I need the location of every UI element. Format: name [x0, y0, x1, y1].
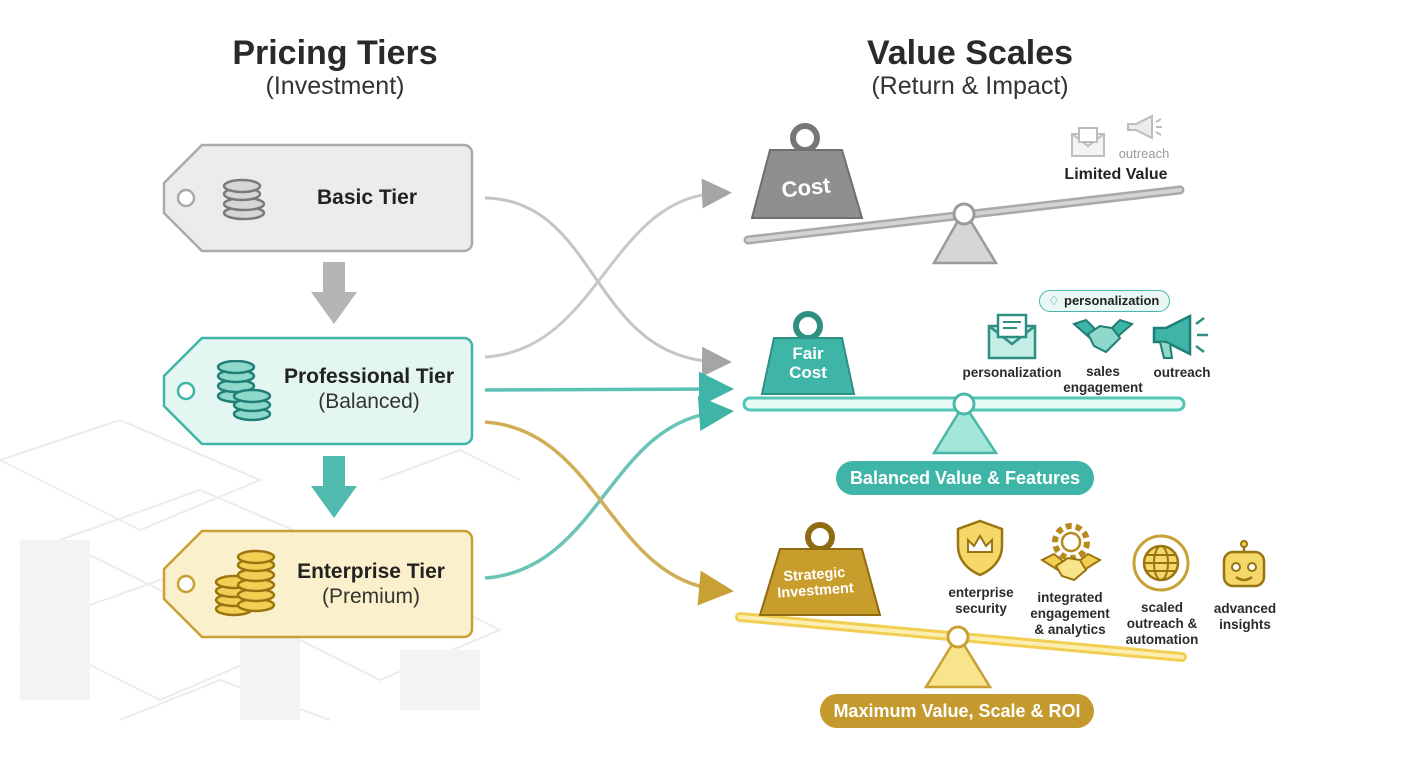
- weight-professional-line1: Fair: [792, 344, 824, 363]
- envelope-icon: [1071, 127, 1105, 157]
- tier-enterprise-name: Enterprise Tier: [297, 560, 445, 583]
- scale-professional-icon-3-label: outreach: [1153, 365, 1211, 380]
- globe-automation-icon: [1132, 534, 1190, 592]
- shield-icon: [956, 519, 1004, 577]
- scale-professional-icon-2-line1: sales: [1086, 364, 1120, 379]
- coin-stack-icon: [214, 549, 276, 617]
- tier-professional-subtitle: (Balanced): [318, 390, 420, 414]
- scale-enterprise-icon-1-label: enterprise security: [938, 585, 1024, 617]
- flow-enterprise-to-professional: [484, 396, 734, 580]
- scale-enterprise-icon-3-line2: outreach &: [1126, 616, 1198, 632]
- scale-enterprise-icon-2-line2: engagement: [1030, 606, 1110, 622]
- coin-stack-icon: [216, 360, 272, 422]
- left-header-subtitle: (Investment): [265, 72, 405, 100]
- down-arrow-basic: [311, 262, 357, 324]
- scale-enterprise-icon-4-line1: advanced: [1213, 601, 1277, 616]
- scale-basic: [743, 123, 1185, 265]
- scale-enterprise-result: Maximum Value, Scale & ROI: [820, 694, 1094, 728]
- scale-professional: [742, 311, 1186, 455]
- tier-professional-name: Professional Tier: [283, 365, 454, 388]
- tier-enterprise: Enterprise Tier (Premium): [162, 529, 474, 639]
- scale-enterprise-icon-2-line3: & analytics: [1034, 622, 1106, 638]
- tier-enterprise-subtitle: (Premium): [322, 585, 420, 609]
- weight-professional-line2: Cost: [789, 362, 827, 382]
- tier-professional: Professional Tier (Balanced): [162, 336, 474, 446]
- scale-professional-icon-2-line2: engagement: [1063, 380, 1143, 396]
- personalization-chip-label: personalization: [1064, 293, 1160, 308]
- scale-basic-icon-label: outreach: [1118, 146, 1170, 161]
- scale-enterprise-icon-3-line3: automation: [1125, 632, 1199, 648]
- megaphone-icon: [1152, 313, 1208, 359]
- scale-professional-result: Balanced Value & Features: [836, 461, 1094, 495]
- right-header-title: Value Scales: [866, 34, 1074, 72]
- envelope-icon: [987, 313, 1037, 360]
- handshake-icon: [1072, 318, 1134, 354]
- personalization-chip: ♢ personalization: [1039, 290, 1171, 312]
- flow-professional-to-basic: [484, 178, 732, 359]
- scale-professional-icon-1-label: personalization: [962, 365, 1062, 380]
- right-header-subtitle: (Return & Impact): [871, 72, 1069, 100]
- tier-basic-name: Basic Tier: [316, 186, 417, 209]
- scale-enterprise-icon-2-line1: integrated: [1037, 590, 1103, 605]
- weight-professional-label: Fair Cost: [768, 344, 848, 382]
- scale-enterprise-icon-1-line1: enterprise: [948, 585, 1014, 600]
- scale-basic-result: Limited Value: [1064, 166, 1168, 183]
- scale-enterprise-icon-4-label: advanced insights: [1204, 601, 1286, 633]
- scale-enterprise-icon-3-label: scaled outreach & automation: [1118, 600, 1206, 649]
- flow-professional-to-enterprise: [484, 420, 734, 606]
- flow-professional-to-professional: [484, 371, 734, 407]
- left-header-title: Pricing Tiers: [232, 34, 438, 72]
- scale-enterprise-icon-2-label: integrated engagement & analytics: [1022, 590, 1118, 639]
- tag-icon: ♢: [1048, 293, 1060, 308]
- gear-handshake-icon: [1039, 523, 1103, 582]
- coin-stack-icon: [222, 178, 266, 221]
- scale-enterprise: [735, 522, 1187, 689]
- robot-icon: [1222, 540, 1266, 588]
- scale-enterprise-icon-1-line2: security: [955, 601, 1007, 617]
- scale-professional-icon-2-label: sales engagement: [1056, 364, 1150, 396]
- scale-enterprise-icon-4-line2: insights: [1219, 617, 1271, 633]
- flow-basic-to-professional: [484, 196, 732, 377]
- megaphone-icon: [1127, 114, 1162, 140]
- tier-basic: Basic Tier: [162, 143, 474, 253]
- scale-enterprise-icon-3-line1: scaled: [1140, 600, 1184, 615]
